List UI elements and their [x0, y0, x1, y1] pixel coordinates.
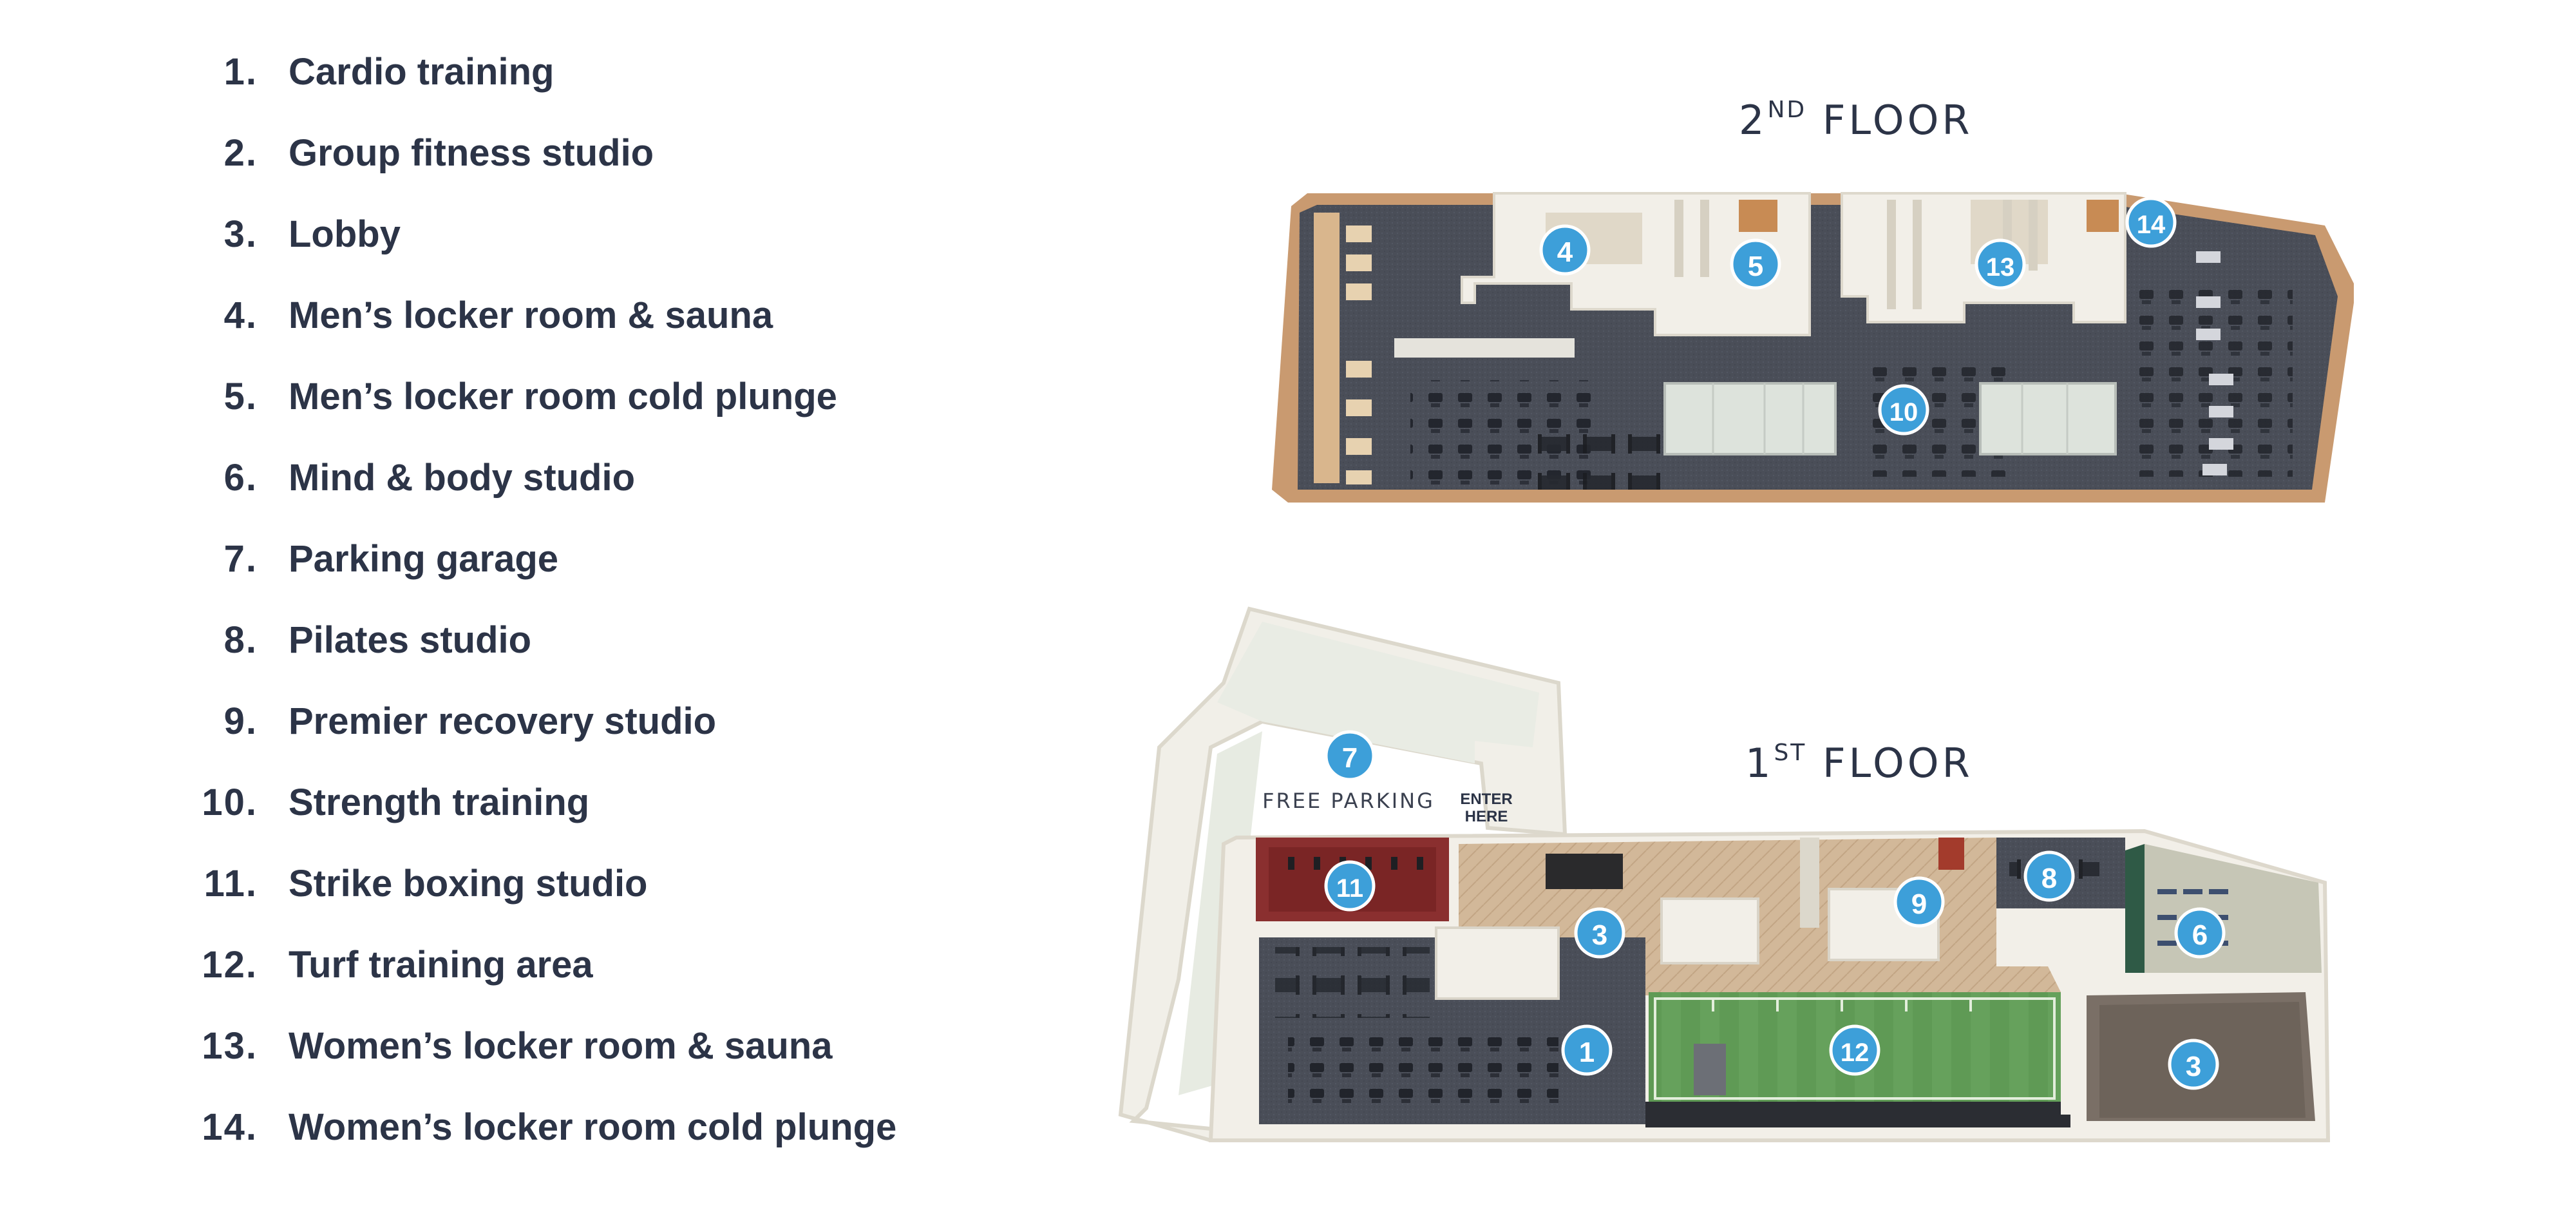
- room-marker[interactable]: [2023, 850, 2075, 902]
- second-floor-plan: [1272, 192, 2354, 503]
- legend-item: 3. Lobby: [155, 213, 992, 294]
- legend-item: 12. Turf training area: [155, 943, 992, 1024]
- room-marker-label: 12: [1841, 1039, 1870, 1067]
- legend-item: 10. Strength training: [155, 781, 992, 862]
- floor-word: FLOOR: [1806, 97, 1973, 144]
- room-marker-label: 7: [1342, 742, 1358, 774]
- room-marker[interactable]: [1574, 907, 1625, 959]
- room-marker-label: 9: [1911, 888, 1927, 920]
- reception-desk: [1546, 854, 1623, 889]
- legend-item: 5. Men’s locker room cold plunge: [155, 375, 992, 456]
- room-marker-label: 11: [1336, 874, 1363, 903]
- room-marker[interactable]: [2174, 907, 2226, 959]
- room-marker[interactable]: [2125, 197, 2177, 248]
- room-marker-label: 3: [1592, 919, 1607, 951]
- legend-label: Lobby: [289, 213, 401, 255]
- room-marker[interactable]: [1539, 224, 1591, 276]
- floor-ordinal: ST: [1774, 740, 1807, 766]
- room-marker-label: 8: [2041, 863, 2057, 894]
- legend-label: Turf training area: [289, 944, 593, 986]
- room-marker[interactable]: [1829, 1024, 1880, 1076]
- second-floor-title: 2ND FLOOR: [1739, 97, 1973, 144]
- enter-here-label: HERE: [1465, 808, 1508, 825]
- legend-label: Mind & body studio: [289, 457, 636, 499]
- legend-number: 9.: [223, 700, 258, 742]
- legend-label: Cardio training: [289, 51, 554, 93]
- sauna-room: [2087, 200, 2119, 232]
- floor-word: FLOOR: [1806, 740, 1973, 787]
- legend-item: 6. Mind & body studio: [155, 456, 992, 537]
- legend-number: 6.: [223, 457, 258, 499]
- room-marker[interactable]: [1893, 876, 1945, 928]
- legend-number: 11.: [204, 863, 258, 905]
- legend-number: 10.: [202, 781, 258, 823]
- legend-number: 2.: [223, 132, 258, 174]
- legend-item: 8. Pilates studio: [155, 618, 992, 700]
- legend-label: Premier recovery studio: [289, 700, 717, 742]
- room-marker[interactable]: [1975, 238, 2026, 290]
- equipment-area: [1526, 425, 1668, 490]
- legend-number: 13.: [202, 1025, 258, 1067]
- legend-item: 1. Cardio training: [155, 50, 992, 131]
- room-marker-label: 14: [2137, 211, 2166, 239]
- room-marker-label: 5: [1748, 251, 1763, 282]
- legend-label: Strength training: [289, 781, 590, 823]
- room-marker[interactable]: [1324, 860, 1376, 912]
- legend-number: 8.: [223, 619, 258, 661]
- room-marker-label: 1: [1579, 1037, 1595, 1068]
- legend-item: 14. Women’s locker room cold plunge: [155, 1106, 992, 1187]
- first-floor-plan: [1118, 606, 2331, 1143]
- legend-item: 13. Women’s locker room & sauna: [155, 1024, 992, 1106]
- legend-item: 7. Parking garage: [155, 537, 992, 618]
- parking-deck: [1217, 622, 1539, 763]
- room-marker-label: 4: [1557, 236, 1573, 268]
- legend-number: 7.: [223, 538, 258, 580]
- legend-label: Women’s locker room & sauna: [289, 1025, 833, 1067]
- room-marker[interactable]: [1324, 730, 1376, 781]
- legend-number: 14.: [202, 1106, 258, 1148]
- room-marker-label: 10: [1889, 398, 1918, 427]
- sauna-room: [1739, 200, 1777, 232]
- floor-number: 1: [1745, 740, 1774, 787]
- legend-label: Men’s locker room cold plunge: [289, 376, 837, 417]
- free-parking-label: FREE PARKING: [1262, 789, 1435, 813]
- legend-label: Women’s locker room cold plunge: [289, 1106, 897, 1148]
- legend-number: 1.: [223, 51, 258, 93]
- legend-item: 9. Premier recovery studio: [155, 700, 992, 781]
- room-marker[interactable]: [1878, 384, 1929, 436]
- legend-label: Men’s locker room & sauna: [289, 294, 773, 336]
- room-marker[interactable]: [2168, 1039, 2219, 1090]
- enter-here-label: ENTER: [1460, 791, 1512, 808]
- legend-item: 11. Strike boxing studio: [155, 862, 992, 943]
- legend-number: 5.: [223, 376, 258, 417]
- legend-number: 3.: [223, 213, 258, 255]
- map-markers: 4 5 13 14 10 7 11 3 9 8 6 1 12 3: [1324, 197, 2226, 1090]
- floor-ordinal: ND: [1767, 97, 1807, 123]
- wood-wall-panel: [1314, 213, 1340, 483]
- legend-number: 4.: [223, 294, 258, 336]
- glass-floor-panel: [1663, 382, 1837, 455]
- legend-item: 2. Group fitness studio: [155, 131, 992, 213]
- legend-label: Strike boxing studio: [289, 863, 648, 905]
- room-marker[interactable]: [1561, 1024, 1613, 1076]
- legend-label: Group fitness studio: [289, 132, 654, 174]
- legend: 1. Cardio training 2. Group fitness studio…: [155, 50, 992, 1187]
- first-floor-title: 1ST FLOOR: [1745, 740, 1973, 787]
- room-marker[interactable]: [1730, 238, 1781, 290]
- legend-item: 4. Men’s locker room & sauna: [155, 294, 992, 375]
- room-marker-label: 3: [2186, 1051, 2201, 1082]
- room-marker-label: 6: [2192, 919, 2208, 951]
- interior-wall: [1394, 338, 1575, 358]
- legend-label: Pilates studio: [289, 619, 532, 661]
- glass-floor-panel: [1979, 382, 2117, 455]
- floor-number: 2: [1739, 97, 1768, 144]
- legend-label: Parking garage: [289, 538, 559, 580]
- legend-number: 12.: [202, 944, 258, 986]
- room-marker-label: 13: [1986, 253, 2015, 282]
